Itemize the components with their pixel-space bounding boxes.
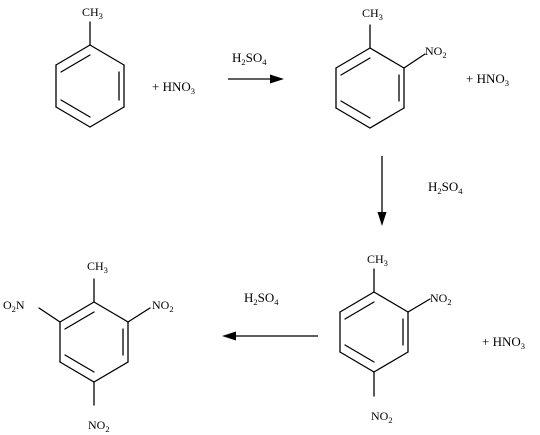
reaction-arrow-2: H2​SO4​ — [377, 156, 463, 226]
molecule-dinitrotoluene: CH3​ NO2​ NO2​ — [339, 252, 452, 425]
nitro-label-4: NO2​ — [371, 409, 393, 425]
reagent-hno3-2: + HNO3​ — [466, 71, 509, 88]
methyl-label: CH3​ — [362, 6, 383, 22]
nitro-label-bottom: NO2​ — [88, 418, 110, 434]
molecule-toluene: CH3​ — [55, 5, 125, 128]
nitro-bond-2 — [407, 298, 431, 313]
benzene-ring — [55, 44, 125, 128]
molecule-nitrotoluene: CH3​ NO2​ — [335, 6, 447, 129]
benzene-ring — [339, 291, 409, 373]
methyl-label: CH3​ — [87, 259, 108, 275]
reaction-arrow-3: H2​SO4​ — [222, 290, 318, 341]
methyl-label: CH3​ — [82, 5, 103, 21]
benzene-ring — [335, 47, 405, 129]
nitro-bond-left — [38, 307, 61, 323]
nitro-label: NO2​ — [425, 44, 447, 60]
reagent-hno3-1: + HNO3​ — [152, 79, 195, 96]
condition-h2so4-1: H2​SO4​ — [232, 50, 267, 67]
nitro-bond — [403, 53, 426, 69]
condition-h2so4-3: H2​SO4​ — [244, 290, 279, 307]
nitro-bond-right — [127, 307, 151, 323]
condition-h2so4-2: H2​SO4​ — [428, 179, 463, 196]
nitro-label-left: O2​N — [3, 298, 25, 314]
molecule-trinitrotoluene: CH3​ O2​N NO2​ NO2​ — [3, 259, 174, 434]
nitro-label-right: NO2​ — [152, 298, 174, 314]
benzene-ring — [59, 301, 129, 383]
reaction-arrow-1: H2​SO4​ — [228, 50, 284, 84]
nitro-label-2: NO2​ — [430, 291, 452, 307]
methyl-label: CH3​ — [367, 252, 388, 268]
reagent-hno3-3: + HNO3​ — [482, 334, 525, 351]
